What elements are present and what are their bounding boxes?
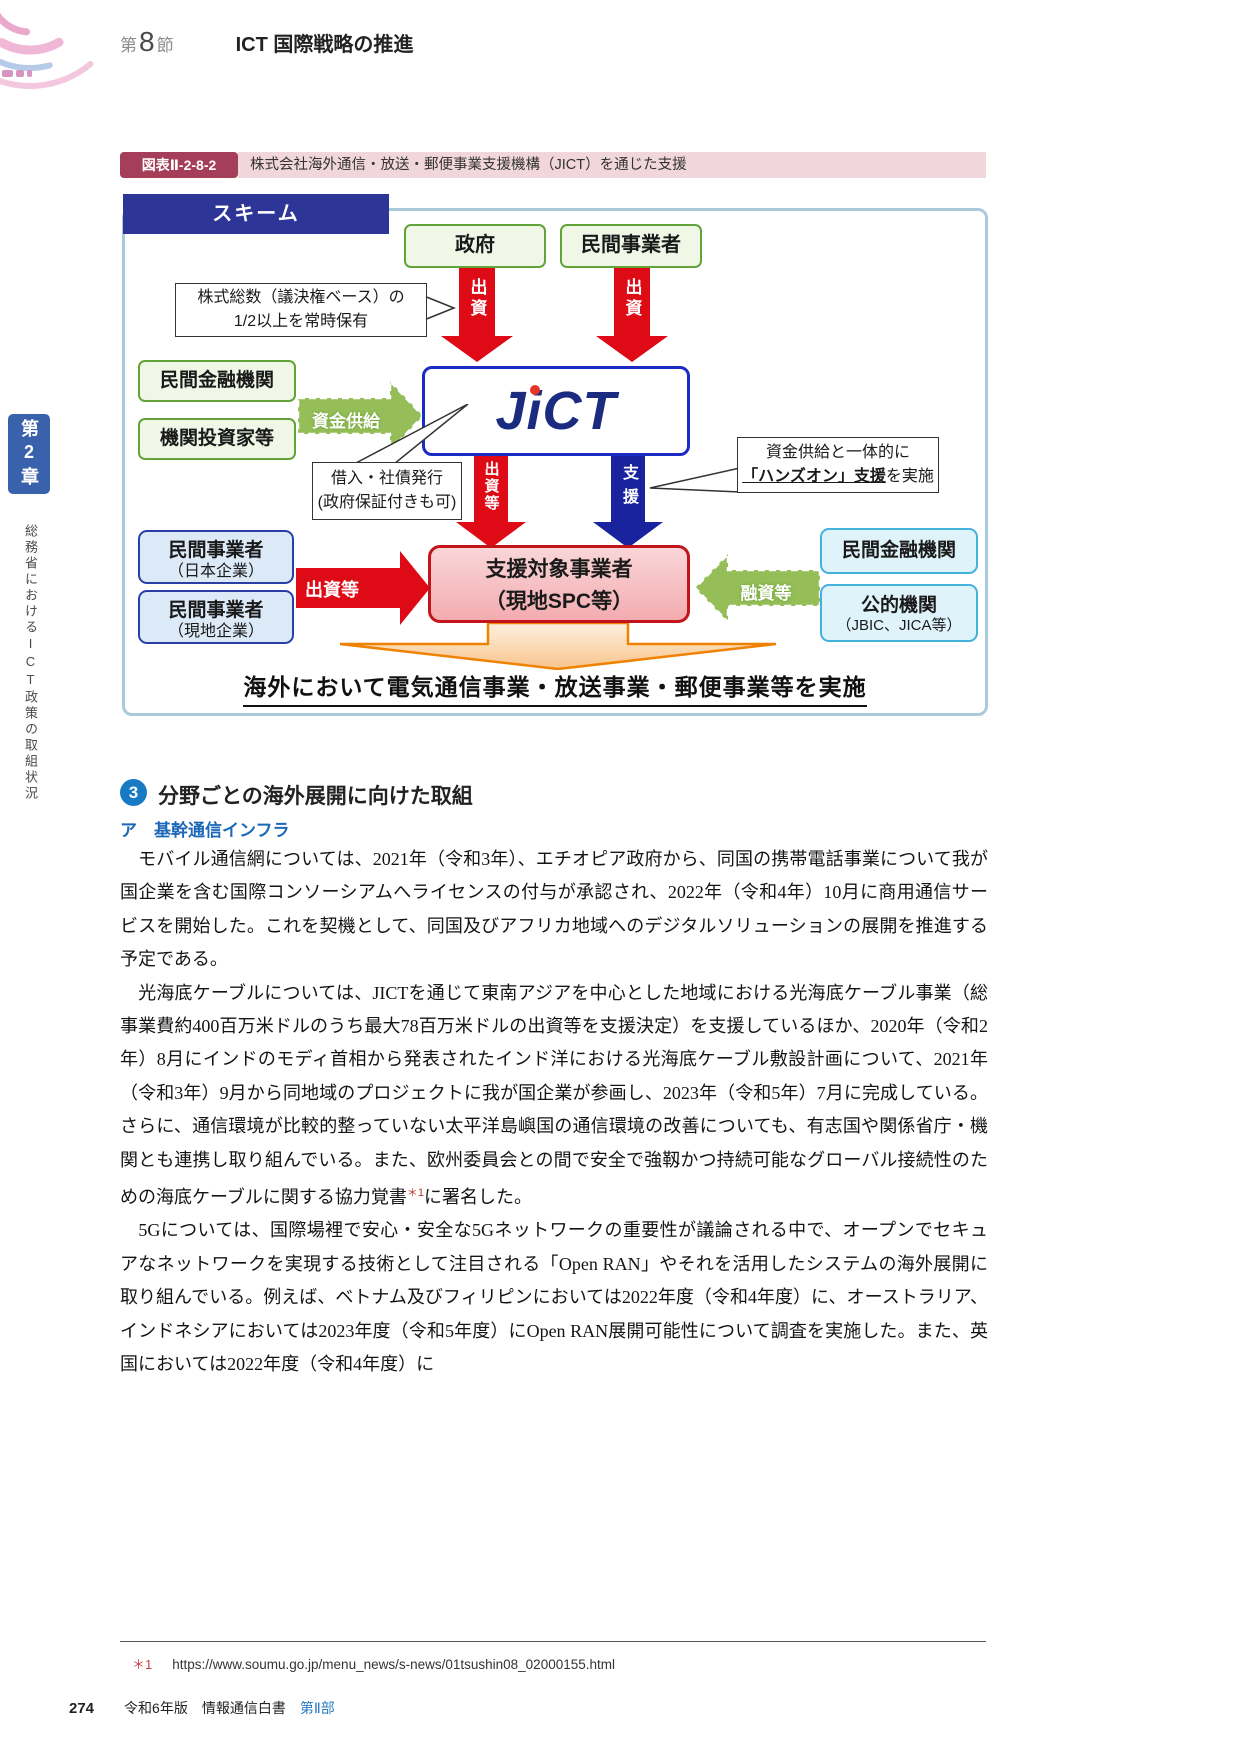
jict-logo: JiCT <box>495 381 617 441</box>
arrow-investment-etc-down: 出資等 <box>456 456 526 548</box>
page-number: 274 <box>69 1700 95 1717</box>
box-label: 支援対象事業者 <box>485 558 633 581</box>
box-label2: （現地SPC等） <box>484 589 634 613</box>
callout-hands-on: 資金供給と一体的に 「ハンズオン」支援を実施 <box>737 437 939 493</box>
arrow-investment-from-private: 出資 <box>596 268 668 362</box>
arrow-head <box>441 336 513 362</box>
figure-title: 株式会社海外通信・放送・郵便事業支援機構（JICT）を通じた支援 <box>238 152 986 178</box>
box-sublabel: （JBIC、JICA等） <box>836 617 962 634</box>
arrow-shaft <box>614 268 650 336</box>
box-private-financial-right: 民間金融機関 <box>820 528 978 574</box>
arrow-label: 出資等 <box>305 580 359 600</box>
footer-edition: 令和6年版 情報通信白書 <box>124 1700 286 1716</box>
footnote-superscript: ＊1 <box>406 1187 425 1200</box>
section-number-badge: 3 <box>120 779 147 806</box>
callout-shareholding-pointer <box>424 295 456 321</box>
arrow-shaft <box>474 456 508 522</box>
footer-part: 第Ⅱ部 <box>299 1700 335 1716</box>
arrow-investment-etc-right: 出資等 <box>296 551 430 625</box>
box-support-target: 支援対象事業者 （現地SPC等） <box>428 545 690 623</box>
arrow-label: 出資 <box>467 278 487 320</box>
arrow-shaft <box>296 568 402 608</box>
box-private-financial-institutions: 民間金融機関 <box>138 360 296 402</box>
callout-shareholding-line2: 1/2以上を常時保有 <box>233 313 369 330</box>
arrow-label: 支援 <box>620 464 637 512</box>
jict-logo-box: JiCT <box>422 366 690 456</box>
callout-borrowing: 借入・社債発行 (政府保証付きも可) <box>312 462 462 520</box>
arrow-investment-from-government: 出資 <box>441 268 513 362</box>
box-private-operators: 民間事業者 <box>560 224 702 268</box>
arrow-label: 出資等 <box>482 461 500 512</box>
header-section-number: 8 <box>139 26 155 57</box>
sidebar-chapter-title: 総務省におけるICT政策の取組状況 <box>23 524 38 802</box>
arrow-shaft <box>611 456 645 522</box>
jict-logo-i-reddot: i <box>526 381 543 441</box>
header-section-suffix: 節 <box>156 36 174 55</box>
arrow-fund-supply <box>298 378 425 454</box>
box-private-operator-local: 民間事業者 （現地企業） <box>138 590 294 644</box>
box-private-operator-japan: 民間事業者 （日本企業） <box>138 530 294 584</box>
footnote-marker: ＊1 <box>132 1657 153 1672</box>
page-footer: 274 令和6年版 情報通信白書 第Ⅱ部 <box>69 1698 335 1718</box>
box-label: 民間事業者 <box>168 600 264 621</box>
box-institutional-investors: 機関投資家等 <box>138 418 296 460</box>
box-government: 政府 <box>404 224 546 268</box>
body-paragraph-1: モバイル通信網については、2021年（令和3年）、エチオピア政府から、同国の携帯… <box>120 849 988 970</box>
callout-borrowing-line1: 借入・社債発行 <box>330 470 443 487</box>
callout-shareholding-line1: 株式総数（議決権ベース）の <box>197 289 405 306</box>
box-label: 公的機関 <box>860 595 937 616</box>
arrow-fund-supply-label: 資金供給 <box>312 412 380 431</box>
header-title: ICT 国際戦略の推進 <box>235 34 414 56</box>
subsection-title: ア 基幹通信インフラ <box>120 821 290 840</box>
figure-label-badge: 図表Ⅱ-2-8-2 <box>120 152 238 178</box>
arrow-head <box>593 522 663 548</box>
body-paragraph-2: 光海底ケーブルについては、JICTを通じて東南アジアを中心とした地域における光海… <box>120 982 988 1208</box>
arrow-loan-etc <box>693 551 820 625</box>
corner-arc-decoration-icon <box>0 0 127 89</box>
arrow-head <box>400 551 430 625</box>
callout-hands-on-line1: 資金供給と一体的に <box>765 444 910 461</box>
callout-hands-on-line2: 「ハンズオン」支援を実施 <box>742 468 934 485</box>
arrow-label: 出資 <box>622 278 642 320</box>
box-sublabel: （現地企業） <box>167 623 264 640</box>
sidebar-chapter-label: 第2章 <box>19 418 39 490</box>
box-label: 民間事業者 <box>168 540 264 561</box>
callout-borrowing-line2: (政府保証付きも可) <box>317 494 457 511</box>
footnote-divider <box>120 1641 986 1642</box>
callout-shareholding: 株式総数（議決権ベース）の 1/2以上を常時保有 <box>175 283 427 337</box>
sidebar-chapter-badge: 第2章 <box>8 414 50 494</box>
footnote: ＊1 https://www.soumu.go.jp/menu_news/s-n… <box>132 1654 615 1673</box>
section-title: 分野ごとの海外展開に向けた取組 <box>158 785 473 808</box>
header-section-prefix: 第 <box>120 36 137 55</box>
body-paragraph-3: 5Gについては、国際場裡で安心・安全な5Gネットワークの重要性が議論される中で、… <box>120 1220 988 1375</box>
box-public-institutions: 公的機関 （JBIC、JICA等） <box>820 584 978 642</box>
arrow-overseas-implementation <box>340 622 776 670</box>
arrow-shaft <box>459 268 495 336</box>
arrow-head <box>596 336 668 362</box>
arrow-support-down: 支援 <box>593 456 663 548</box>
body-text: モバイル通信網については、2021年（令和3年）、エチオピア政府から、同国の携帯… <box>120 843 988 1382</box>
banner-overseas-business: 海外において電気通信事業・放送事業・郵便事業等を実施 <box>122 668 988 707</box>
arrow-loan-etc-label: 融資等 <box>740 584 792 603</box>
callout-hands-on-pointer <box>649 467 740 493</box>
arrow-head <box>456 522 526 548</box>
box-sublabel: （日本企業） <box>167 563 264 580</box>
footnote-url[interactable]: https://www.soumu.go.jp/menu_news/s-news… <box>172 1657 615 1672</box>
header: 第 8 節 ICT 国際戦略の推進 <box>120 26 413 58</box>
scheme-label: スキーム <box>123 194 389 234</box>
callout-borrowing-pointer <box>353 404 469 465</box>
